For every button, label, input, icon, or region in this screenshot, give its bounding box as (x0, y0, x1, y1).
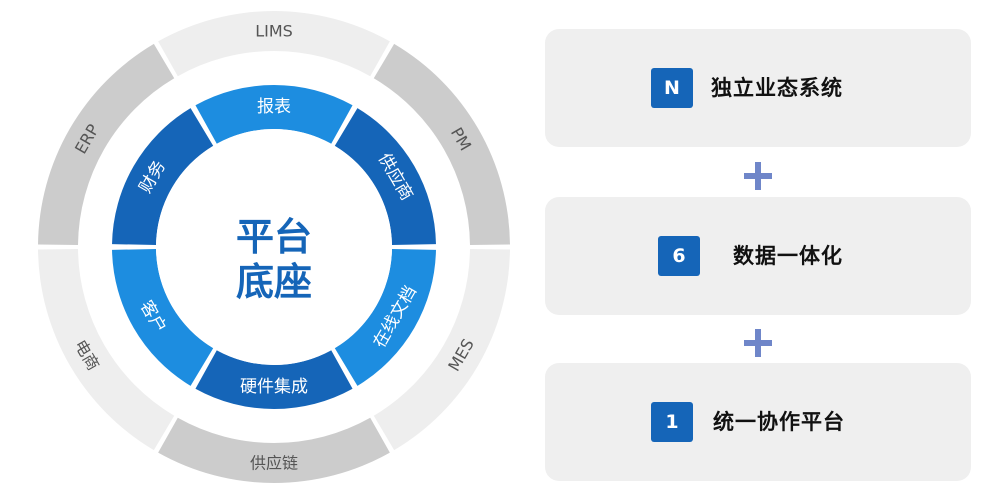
outer-ring-label: LIMS (255, 22, 293, 41)
inner-ring-label: 报表 (257, 97, 291, 117)
inner-ring-label: 硬件集成 (240, 377, 308, 397)
card-label: 统一协作平台 (713, 410, 845, 434)
center-title-line1: 平台 (236, 215, 312, 259)
outer-ring-segment (38, 43, 175, 245)
outer-ring-segment (158, 417, 390, 483)
card-label: 数据一体化 (733, 244, 843, 268)
outer-ring-segment (373, 43, 510, 245)
outer-ring-segment (158, 11, 390, 77)
inner-ring-segment (334, 249, 436, 386)
inner-ring-segment (334, 108, 436, 245)
center-disc (156, 129, 392, 365)
card-label: 独立业态系统 (711, 76, 843, 100)
card-independent-systems: N 独立业态系统 (545, 29, 971, 147)
plus-icon (744, 162, 772, 190)
inner-ring-segment (195, 84, 353, 144)
inner-ring-segment (195, 350, 353, 409)
card-badge: 6 (658, 236, 700, 276)
card-badge: N (651, 68, 693, 108)
card-unified-platform: 1 统一协作平台 (545, 363, 971, 481)
outer-ring-segment (38, 249, 175, 451)
inner-ring-segment (112, 249, 214, 386)
plus-icon (744, 329, 772, 357)
card-badge: 1 (651, 402, 693, 442)
inner-ring-segment (112, 108, 214, 245)
outer-ring-segment (373, 249, 510, 451)
card-data-integration: 6 数据一体化 (545, 197, 971, 315)
outer-ring-label: 供应链 (250, 454, 298, 473)
center-title-line2: 底座 (236, 260, 312, 304)
